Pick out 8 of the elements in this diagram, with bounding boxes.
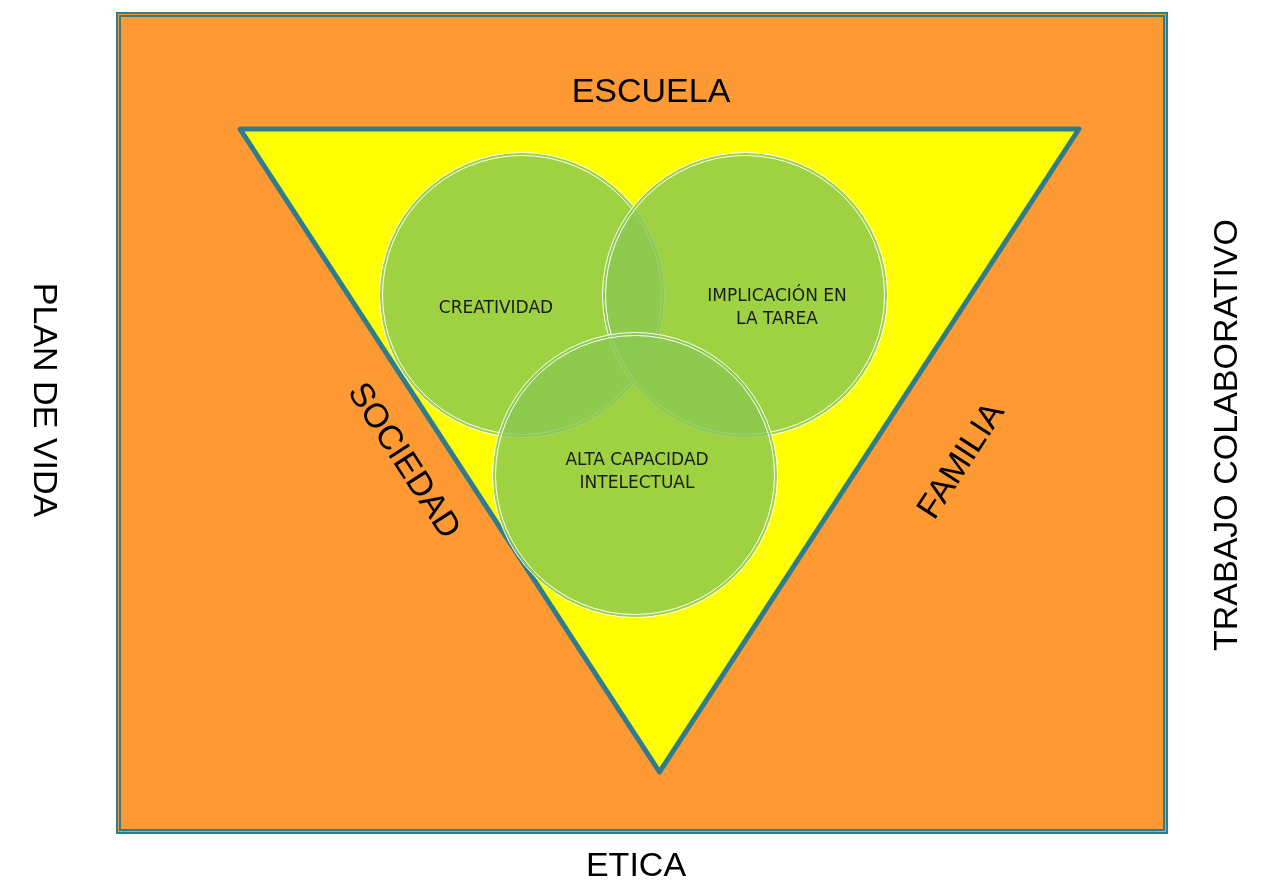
circle-label: IMPLICACIÓN EN LA TAREA bbox=[706, 284, 848, 330]
circle-label: CREATIVIDAD bbox=[437, 295, 555, 319]
side-label: TRABAJO COLABORATIVO bbox=[1205, 219, 1245, 651]
circle-label: ALTA CAPACIDAD INTELECTUAL bbox=[564, 448, 710, 494]
side-label: ETICA bbox=[585, 844, 687, 884]
side-label: ESCUELA bbox=[571, 70, 731, 110]
side-label: PLAN DE VIDA bbox=[25, 282, 65, 518]
frame-panel bbox=[116, 12, 1168, 834]
